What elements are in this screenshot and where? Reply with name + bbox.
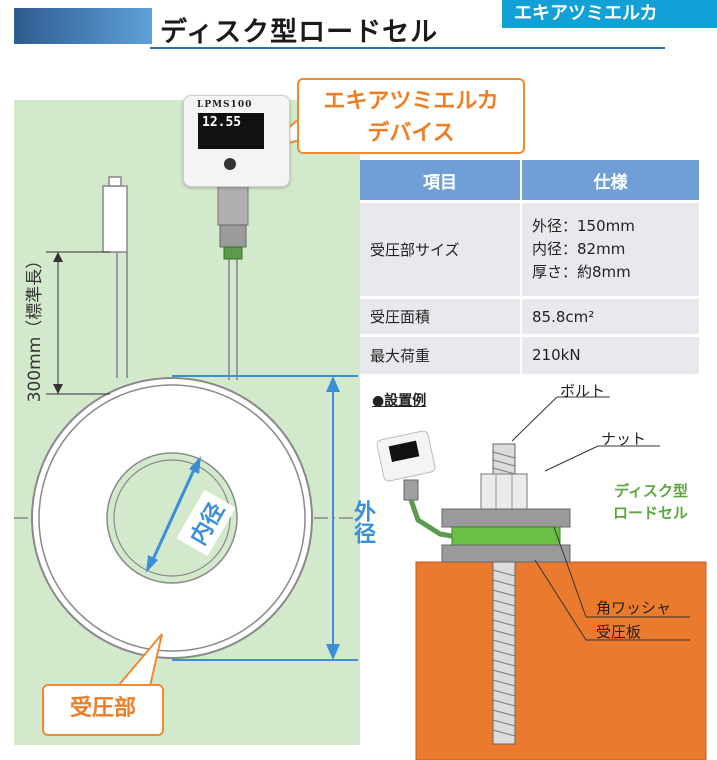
dimension-300-arrow-top — [53, 252, 63, 262]
header-spec: 仕様 — [521, 160, 701, 202]
nut-label: ナット — [601, 430, 647, 448]
nut — [480, 473, 528, 510]
pressure-area-label: 受圧部 — [42, 684, 164, 736]
table-row: 受圧部サイズ 外径：150mm 内径：82mm 厚さ：約8mm — [360, 200, 701, 298]
disk-cell-label-line1: ディスク型 — [614, 482, 689, 500]
product-tag: エキアツミエルカ — [502, 0, 717, 28]
nut-leader — [544, 445, 599, 472]
device-callout-line2: デバイス — [367, 121, 455, 146]
device-callout: エキアツミエルカ デバイス — [297, 78, 525, 154]
washer-top — [441, 508, 571, 528]
outer-dim-arrow-bottom — [326, 644, 340, 660]
disk-cell-label-line2: ロードセル — [613, 504, 689, 522]
row-spec: 外径：150mm 内径：82mm 厚さ：約8mm — [521, 200, 701, 298]
outer-diameter-label: 外径 — [350, 500, 375, 544]
header-banner — [14, 8, 152, 44]
title-underline — [150, 47, 665, 49]
length-label: 300mm（標準長） — [25, 251, 45, 403]
row-item: 最大荷重 — [360, 334, 522, 374]
setup-device-screen — [388, 440, 420, 463]
outer-dim-arrow-top — [326, 376, 340, 392]
device-button-icon — [224, 158, 236, 170]
length-dimension: 300mm（標準長） — [20, 242, 54, 412]
outer-ring-inner-edge — [38, 384, 306, 652]
cable-tip — [108, 176, 122, 187]
inner-hole-edge — [113, 459, 231, 577]
device-connector — [217, 184, 249, 226]
washer-leader — [553, 526, 587, 618]
washer-label: 角ワッシャ — [596, 599, 672, 617]
spec-table: 項目 仕様 受圧部サイズ 外径：150mm 内径：82mm 厚さ：約8mm 受圧… — [360, 160, 701, 374]
dimension-300-arrow-bottom — [53, 384, 63, 394]
cable-end — [102, 185, 128, 253]
row-spec: 85.8cm² — [521, 296, 701, 336]
disk-load-cell — [451, 526, 561, 546]
device-connector-nut — [219, 224, 247, 248]
bolt-leader — [511, 396, 558, 442]
spec-line: 内径：82mm — [532, 240, 626, 258]
spec-line: 厚さ：約8mm — [532, 263, 631, 281]
setup-device-connector — [403, 479, 419, 501]
base-block — [415, 561, 707, 760]
pressure-plate — [441, 544, 571, 563]
plate-leader — [534, 559, 587, 641]
inner-dim-arrow-bottom — [146, 555, 158, 573]
device-brand: LPMS100 — [197, 100, 253, 110]
row-item: 受圧部サイズ — [360, 200, 522, 298]
inner-diameter: 内径 — [176, 489, 236, 561]
bolt-threads — [492, 451, 516, 737]
device-screen: 12.55 — [198, 113, 264, 149]
inner-dim-arrow-top — [189, 456, 201, 474]
device-reading: 12.55 — [202, 115, 242, 130]
page-title: ディスク型ロードセル — [160, 17, 439, 48]
setup-cable — [408, 499, 453, 539]
inner-dim-line — [148, 462, 199, 567]
disk-cell-label: ディスク型 ロードセル — [613, 480, 688, 524]
row-spec: 210kN — [521, 334, 701, 374]
washer-plate-labels: 角ワッシャ 受圧板 — [596, 596, 671, 644]
row-item: 受圧面積 — [360, 296, 522, 336]
setup-example-title: ●設置例 — [372, 393, 427, 409]
device-callout-line1: エキアツミエルカ — [323, 89, 499, 114]
bolt-label: ボルト — [560, 382, 606, 400]
table-row: 受圧面積 85.8cm² — [360, 296, 701, 336]
spec-line: 外径：150mm — [532, 217, 635, 235]
header-item: 項目 — [360, 160, 522, 202]
spec-table-header: 項目 仕様 — [360, 160, 701, 202]
pressure-plate-label: 受圧板 — [596, 623, 642, 641]
table-row: 最大荷重 210kN — [360, 334, 701, 374]
device-connector-collar — [223, 246, 243, 260]
